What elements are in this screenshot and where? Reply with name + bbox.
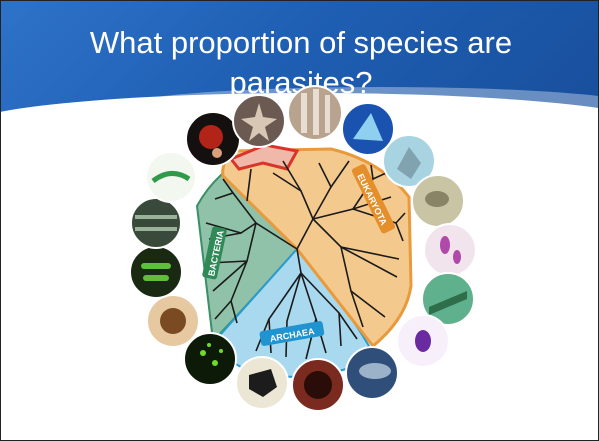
- beige-cell-image: [412, 175, 464, 227]
- blue-insect-image: [346, 347, 398, 399]
- green-rods-image: [130, 246, 182, 298]
- pink-flagellate-image: [424, 224, 476, 276]
- green-speckle-image: [184, 333, 236, 385]
- dark-ring-image: [292, 359, 344, 411]
- dark-filaments-image: [131, 198, 181, 248]
- starfish-image: [233, 95, 285, 147]
- stalks-image: [288, 86, 342, 140]
- purple-protist-image: [397, 315, 449, 367]
- red-fungus-image: [186, 112, 240, 166]
- green-fibers-image: [146, 152, 196, 202]
- black-sponge-image: [236, 357, 288, 409]
- brown-cluster-image: [147, 295, 199, 347]
